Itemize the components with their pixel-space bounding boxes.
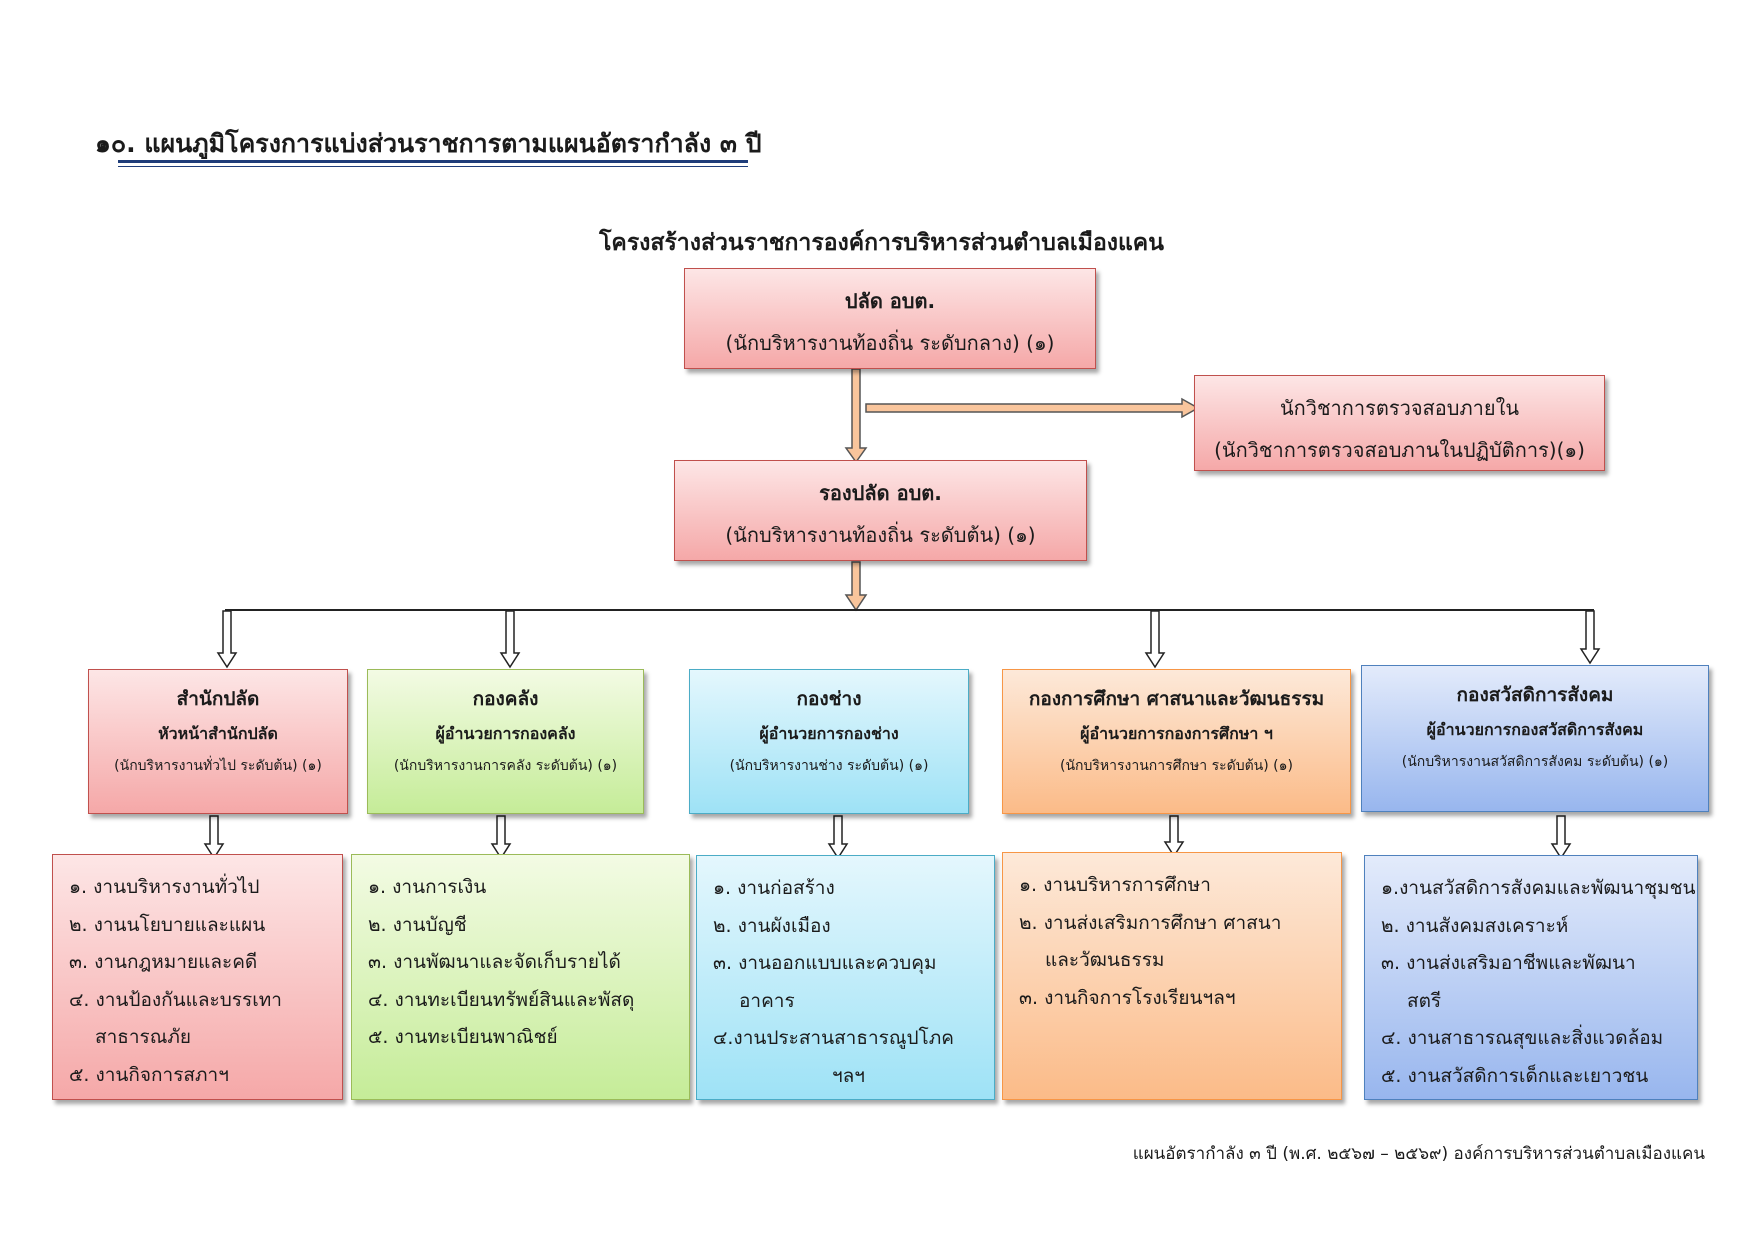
task-item-continued: อาคาร [739,989,795,1012]
page-footer: แผนอัตรากำลัง ๓ ปี (พ.ศ. ๒๕๖๗ – ๒๕๖๙) อง… [1132,1144,1705,1164]
arrow-to-div-4 [1144,610,1166,669]
task-item-continued: สาธารณภัย [95,1026,192,1048]
deputy-position: (นักบริหารงานท้องถิ่น ระดับต้น) (๑) [725,523,1036,547]
tasks-box-office-palad: ๑. งานบริหารงานทั่วไป ๒. งานนโยบายและแผน… [52,854,343,1100]
division-position: (นักบริหารงานทั่วไป ระดับต้น) (๑) [114,758,322,774]
division-box-engineering: กองช่าง ผู้อำนวยการกองช่าง (นักบริหารงาน… [689,669,969,814]
division-title: กองคลัง [472,688,539,710]
task-item: ๓. งานกฎหมายและคดี [69,951,258,973]
division-head: ผู้อำนวยการกองการศึกษา ฯ [1080,724,1273,743]
arrow-div-1-tasks [203,815,225,860]
arrow-to-div-2 [499,610,521,669]
arrow-palad-to-deputy [844,368,868,464]
task-item-continued: และวัฒนธรรม [1045,949,1165,971]
task-item-continued: สตรี [1407,989,1442,1012]
task-item: ๒. งานส่งเสริมการศึกษา ศาสนา [1019,911,1282,934]
section-heading: ๑๐. แผนภูมิโครงการแบ่งส่วนราชการตามแผนอั… [95,129,762,158]
division-box-social-welfare: กองสวัสดิการสังคม ผู้อำนวยการกองสวัสดิกา… [1361,665,1709,812]
task-item: ๑. งานบริหารงานทั่วไป [69,876,260,898]
division-head: หัวหน้าสำนักปลัด [158,724,278,743]
deputy-box: รองปลัด อบต. (นักบริหารงานท้องถิ่น ระดับ… [674,460,1087,561]
tasks-box-education: ๑. งานบริหารการศึกษา ๒. งานส่งเสริมการศึ… [1002,852,1342,1100]
task-item: ๔. งานทะเบียนทรัพย์สินและพัสดุ [368,988,635,1011]
task-item: ๑. งานบริหารการศึกษา [1019,874,1211,896]
task-item: ๓. งานส่งเสริมอาชีพและพัฒนา [1381,952,1636,974]
task-item: ๕. งานสวัสดิการเด็กและเยาวชน [1381,1064,1649,1087]
division-box-finance: กองคลัง ผู้อำนวยการกองคลัง (นักบริหารงาน… [367,669,644,814]
palad-box: ปลัด อบต. (นักบริหารงานท้องถิ่น ระดับกลา… [684,268,1096,369]
arrow-div-3-tasks [827,815,849,860]
tasks-box-finance: ๑. งานการเงิน ๒. งานบัญชี ๓. งานพัฒนาและ… [351,854,690,1100]
arrow-to-div-5 [1579,610,1601,665]
task-item-continued: ฯลฯ [832,1064,865,1087]
task-item: ๓. งานออกแบบและควบคุม [713,952,937,974]
task-item: ๒. งานสังคมสงเคราะห์ [1381,914,1569,937]
task-item: ๑. งานการเงิน [368,876,487,898]
division-title: กองสวัสดิการสังคม [1456,684,1614,706]
task-item: ๒. งานนโยบายและแผน [69,913,266,936]
deputy-title: รองปลัด อบต. [819,481,942,505]
division-position: (นักบริหารงานการศึกษา ระดับต้น) (๑) [1060,758,1293,774]
arrow-div-4-tasks [1163,815,1185,858]
audit-box: นักวิชาการตรวจสอบภายใน (นักวิชาการตรวจสอ… [1194,375,1605,471]
task-item: ๒. งานผังเมือง [713,914,831,937]
arrow-to-audit [865,397,1200,419]
division-title: สำนักปลัด [176,688,260,710]
division-title: กองช่าง [796,688,862,710]
chart-title: โครงสร้างส่วนราชการองค์การบริหารส่วนตำบล… [599,230,1164,256]
audit-title: นักวิชาการตรวจสอบภายใน [1279,396,1520,420]
arrow-to-div-1 [216,610,238,669]
task-item: ๑. งานก่อสร้าง [713,877,835,899]
division-box-education: กองการศึกษา ศาสนาและวัฒนธรรม ผู้อำนวยการ… [1002,669,1351,814]
division-position: (นักบริหารงานช่าง ระดับต้น) (๑) [729,758,929,774]
task-item: ๕. งานกิจการสภาฯ [69,1063,229,1086]
task-item: ๕. งานทะเบียนพาณิชย์ [368,1026,558,1048]
task-item: ๑.งานสวัสดิการสังคมและพัฒนาชุมชน [1381,877,1696,899]
division-position: (นักบริหารงานสวัสดิการสังคม ระดับต้น) (๑… [1401,754,1669,770]
task-item: ๔. งานสาธารณสุขและสิ่งแวดล้อม [1381,1027,1664,1049]
division-box-office-palad: สำนักปลัด หัวหน้าสำนักปลัด (นักบริหารงาน… [88,669,348,814]
heading-underline [118,160,748,167]
palad-title: ปลัด อบต. [844,289,936,313]
task-item: ๓. งานพัฒนาและจัดเก็บรายได้ [368,951,621,973]
task-item: ๔. งานป้องกันและบรรเทา [69,988,282,1011]
task-item: ๓. งานกิจการโรงเรียนฯลฯ [1019,986,1236,1009]
division-head: ผู้อำนวยการกองช่าง [759,724,899,743]
arrow-div-5-tasks [1550,815,1572,860]
division-position: (นักบริหารงานการคลัง ระดับต้น) (๑) [393,758,618,774]
palad-position: (นักบริหารงานท้องถิ่น ระดับกลาง) (๑) [725,331,1055,355]
arrow-deputy-to-bus [844,561,868,612]
task-item: ๔.งานประสานสาธารณูปโภค [713,1027,954,1049]
tasks-box-social-welfare: ๑.งานสวัสดิการสังคมและพัฒนาชุมชน ๒. งานส… [1364,855,1698,1100]
division-title: กองการศึกษา ศาสนาและวัฒนธรรม [1028,688,1325,710]
division-head: ผู้อำนวยการกองสวัสดิการสังคม [1426,720,1644,739]
task-item: ๒. งานบัญชี [368,913,467,936]
audit-position: (นักวิชาการตรวจสอบภานในปฏิบัติการ)(๑) [1214,438,1585,462]
tasks-box-engineering: ๑. งานก่อสร้าง ๒. งานผังเมือง ๓. งานออกแ… [696,855,995,1100]
division-head: ผู้อำนวยการกองคลัง [435,724,576,743]
arrow-div-2-tasks [490,815,512,860]
